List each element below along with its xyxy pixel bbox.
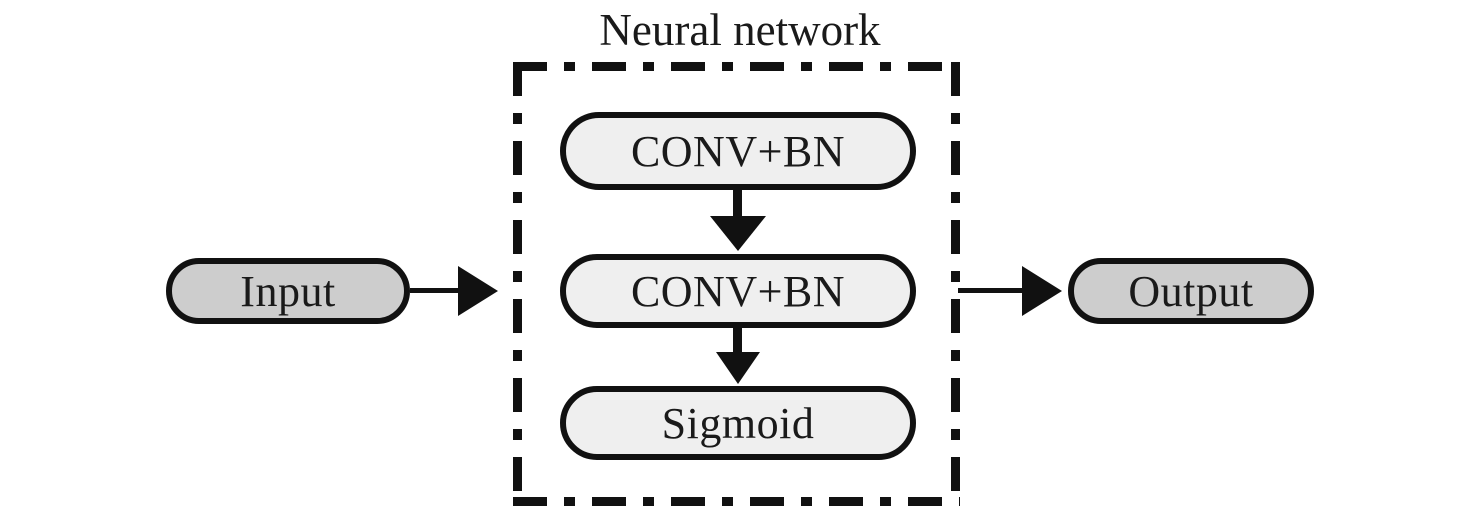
node-input: Input [166,258,410,324]
neural-network-group-box [513,62,960,506]
group-box-right-edge [951,62,960,506]
edge-group-to-output-arrowhead-icon [1022,266,1062,316]
edge-conv1-to-conv2-arrowhead-icon [710,216,766,251]
edge-input-to-group-line [410,288,464,293]
edge-conv2-to-sigmoid-line [733,326,742,358]
edge-group-to-output-line [958,288,1030,293]
group-box-left-edge [513,62,522,506]
node-sigmoid: Sigmoid [560,386,916,460]
node-conv1: CONV+BN [560,112,916,190]
edge-input-to-group-arrowhead-icon [458,266,498,316]
group-box-bottom-edge [513,497,960,506]
edge-conv1-to-conv2-line [733,188,742,220]
group-box-top-edge [513,62,960,71]
edge-conv2-to-sigmoid-arrowhead-icon [716,352,760,384]
node-conv2: CONV+BN [560,254,916,328]
group-title: Neural network [599,5,881,55]
node-output: Output [1068,258,1314,324]
